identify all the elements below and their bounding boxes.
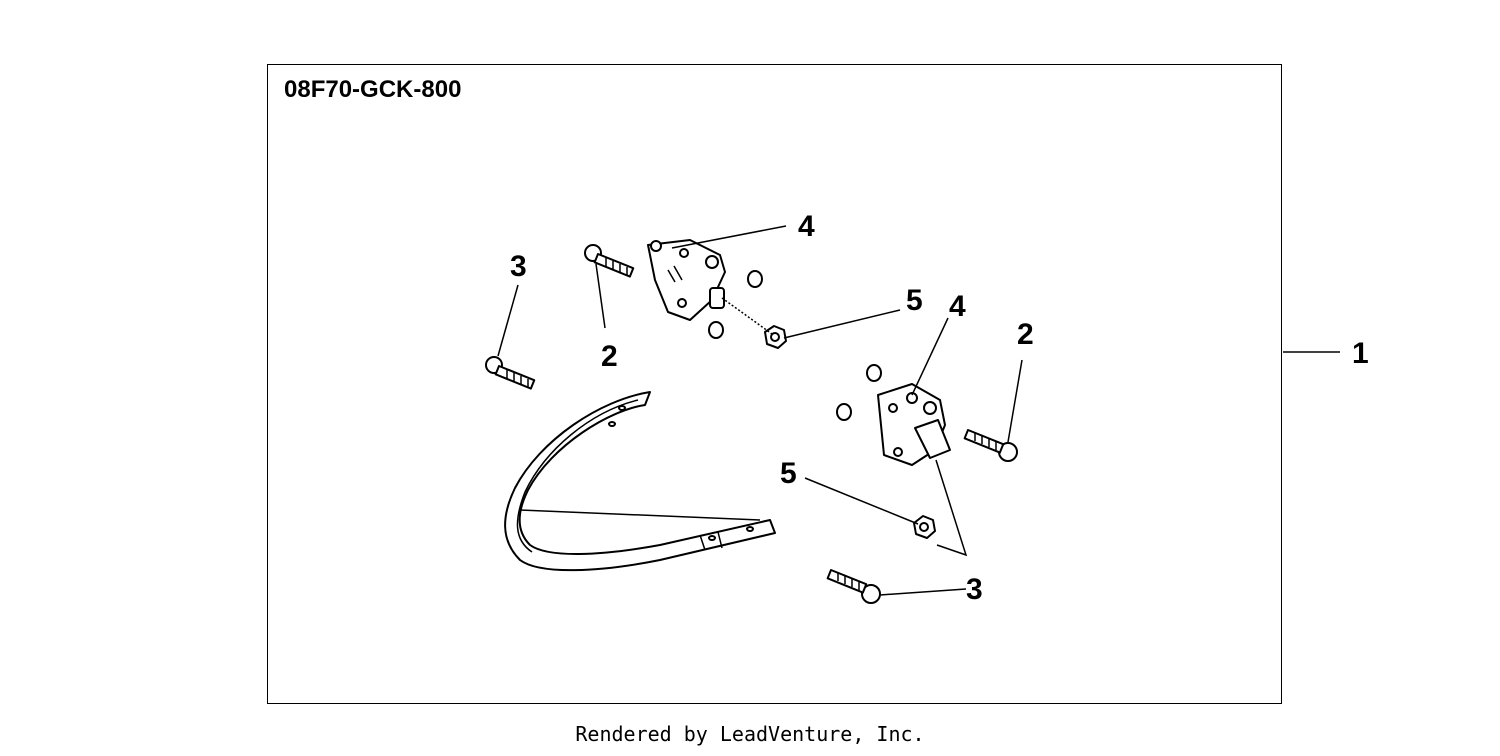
bolt-3-bottom bbox=[826, 569, 881, 604]
collar-lower-b bbox=[836, 403, 852, 421]
callout-3-bottom: 3 bbox=[966, 573, 983, 606]
flange-nut-upper bbox=[764, 325, 787, 349]
bracket-upper bbox=[647, 239, 726, 321]
callout-5-lower: 5 bbox=[780, 457, 797, 490]
collar-lower-a bbox=[866, 364, 882, 382]
callout-3c-leader bbox=[935, 459, 968, 557]
callout-2-right: 2 bbox=[1017, 318, 1034, 351]
callout-3b-leader bbox=[879, 588, 967, 596]
collar-upper-b bbox=[708, 321, 724, 339]
bolt-2-right bbox=[963, 429, 1018, 462]
callout-4-lower: 4 bbox=[949, 290, 966, 323]
callout-4b-leader bbox=[911, 317, 949, 396]
callout-1: 1 bbox=[1352, 337, 1369, 370]
callout-5a-leader bbox=[783, 309, 901, 339]
render-credit: Rendered by LeadVenture, Inc. bbox=[575, 722, 925, 746]
part-number-title: 08F70-GCK-800 bbox=[284, 76, 462, 103]
bolt-2-upper bbox=[584, 244, 635, 278]
diagram-frame bbox=[267, 64, 1282, 704]
callout-5b-leader bbox=[804, 477, 919, 525]
callout-2-upper: 2 bbox=[601, 340, 618, 373]
callout-2b-leader bbox=[1007, 359, 1023, 443]
callout-5-upper: 5 bbox=[906, 284, 923, 317]
flange-nut-lower bbox=[913, 515, 936, 539]
callout-4-upper: 4 bbox=[798, 210, 815, 243]
collar-upper-a bbox=[747, 270, 763, 288]
bracket-lower bbox=[877, 383, 951, 466]
guard-bar bbox=[504, 391, 776, 572]
assembly-guide bbox=[721, 297, 773, 335]
callout-2a-leader bbox=[595, 263, 606, 329]
bolt-3-left bbox=[485, 356, 536, 390]
callout-3a-leader bbox=[497, 284, 519, 357]
callout-4a-leader bbox=[671, 225, 787, 249]
callout-3-left: 3 bbox=[510, 250, 527, 283]
